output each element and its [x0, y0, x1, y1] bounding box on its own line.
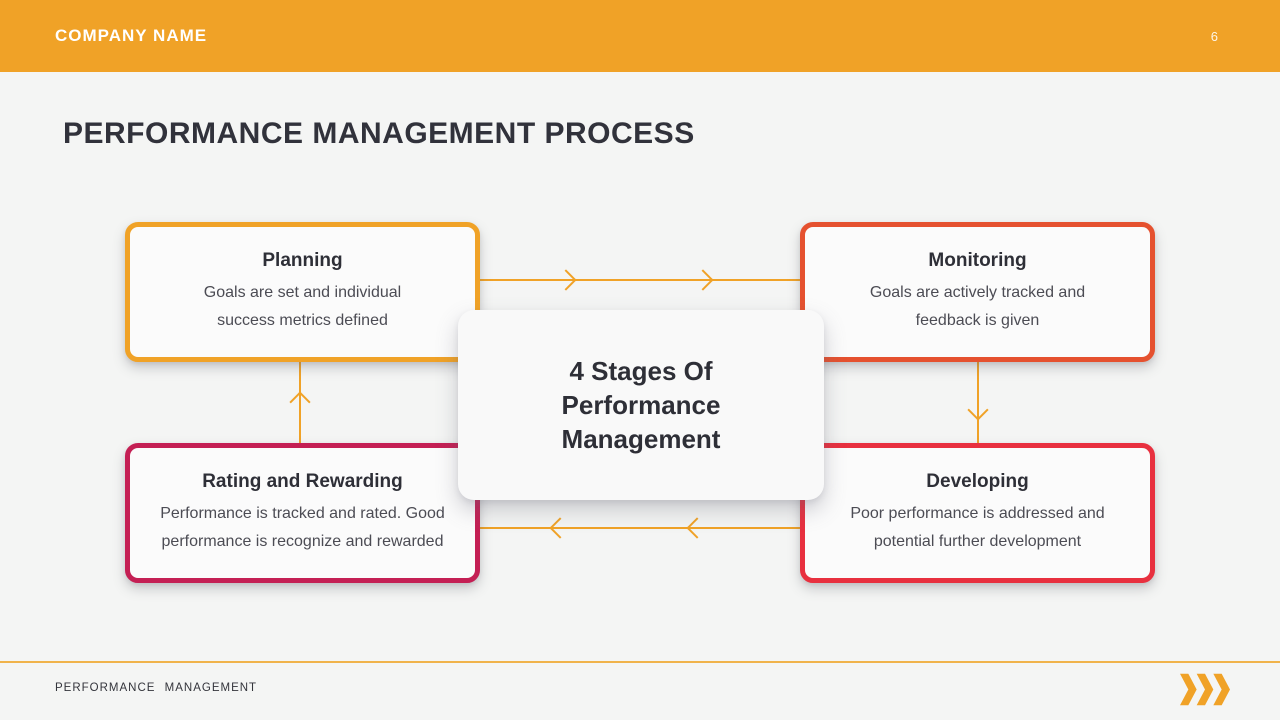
- connector-line-right: [977, 362, 979, 443]
- stage-title: Developing: [926, 470, 1029, 492]
- stage-title: Rating and Rewarding: [202, 470, 403, 492]
- center-card: 4 Stages Of Performance Management: [458, 310, 824, 500]
- top-bar: COMPANY NAME 6: [0, 0, 1280, 72]
- connector-line-left: [299, 362, 301, 443]
- stage-title: Planning: [262, 249, 343, 271]
- center-card-title: 4 Stages Of Performance Management: [561, 356, 721, 454]
- stage-box-monitoring: Monitoring Goals are actively tracked an…: [800, 222, 1155, 362]
- chevron-right-icon: [555, 269, 577, 291]
- chevron-left-icon: [549, 517, 571, 539]
- triple-chevron-right-icon: [1180, 673, 1230, 706]
- stage-description: Goals are set and individual success met…: [203, 283, 402, 329]
- stage-description: Goals are actively tracked and feedback …: [869, 283, 1086, 329]
- chevron-up-icon: [289, 391, 311, 413]
- stage-title: Monitoring: [928, 249, 1027, 271]
- stage-description: Poor performance is addressed and potent…: [850, 504, 1105, 550]
- chevron-left-icon: [686, 517, 708, 539]
- page-number: 6: [1210, 28, 1218, 44]
- stage-box-rating-and-rewarding: Rating and Rewarding Performance is trac…: [125, 443, 480, 583]
- chevron-right-icon: [692, 269, 714, 291]
- chevron-down-icon: [967, 399, 989, 421]
- connector-line-top: [480, 279, 800, 281]
- company-name: COMPANY NAME: [55, 26, 208, 45]
- connector-line-bottom: [480, 527, 800, 529]
- footer-label: PERFORMANCE MANAGEMENT: [55, 682, 258, 694]
- stage-box-planning: Planning Goals are set and individual su…: [125, 222, 480, 362]
- footer-divider: [0, 661, 1280, 663]
- stage-description: Performance is tracked and rated. Good p…: [160, 504, 445, 550]
- slide-title: PERFORMANCE MANAGEMENT PROCESS: [63, 117, 695, 150]
- stage-box-developing: Developing Poor performance is addressed…: [800, 443, 1155, 583]
